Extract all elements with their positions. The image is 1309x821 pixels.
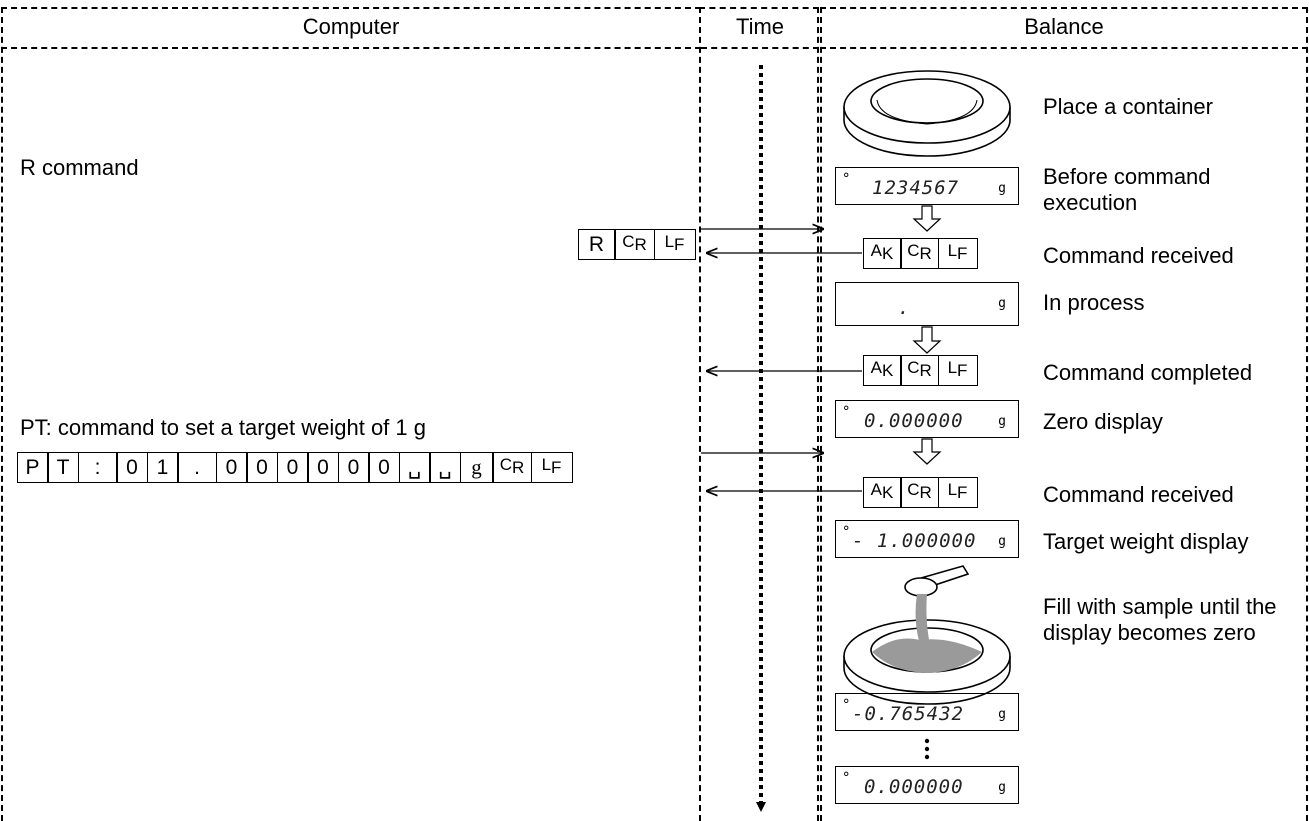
balance-column <box>820 7 1308 821</box>
space-cell: ␣ <box>398 452 431 483</box>
time-header: Time <box>701 7 819 49</box>
time-arrow-head <box>756 802 766 812</box>
pt-command-label: PT: command to set a target weight of 1 … <box>20 415 426 440</box>
step-cmd-received-2: Command received <box>1043 482 1234 507</box>
computer-column <box>1 7 701 821</box>
cmd-cell: 0 <box>337 452 370 483</box>
cmd-cell: R <box>577 229 616 260</box>
cmd-cell: T <box>47 452 79 483</box>
step-cmd-completed: Command completed <box>1043 360 1253 385</box>
balance-header: Balance <box>820 7 1308 49</box>
step-before-exec: Before command execution <box>1043 164 1211 215</box>
cmd-cell: : <box>77 452 118 483</box>
space-cell: ␣ <box>429 452 461 483</box>
cmd-cell: P <box>16 452 49 483</box>
cmd-cell: 0 <box>116 452 148 483</box>
cmd-cell: 0 <box>246 452 278 483</box>
step-cmd-received-1: Command received <box>1043 243 1234 268</box>
cmd-cell: 0 <box>368 452 400 483</box>
cmd-cell: 1 <box>146 452 179 483</box>
time-column <box>699 7 819 821</box>
cmd-cell: 0 <box>276 452 309 483</box>
computer-header: Computer <box>1 7 701 49</box>
cmd-cell: 0 <box>215 452 248 483</box>
step-target-display: Target weight display <box>1043 529 1249 554</box>
container-icon <box>843 70 1011 157</box>
cmd-cell: g <box>459 452 494 483</box>
step-place-container: Place a container <box>1043 94 1213 119</box>
r-command-label: R command <box>20 155 139 180</box>
vertical-ellipsis <box>924 738 930 760</box>
step-fill-sample: Fill with sample until the display becom… <box>1043 594 1277 645</box>
step-in-process: In process <box>1043 290 1145 315</box>
container-with-sample-icon <box>843 565 1011 705</box>
step-zero-display: Zero display <box>1043 409 1163 434</box>
cmd-cell: . <box>177 452 217 483</box>
down-arrow <box>912 205 942 465</box>
cmd-cell: 0 <box>307 452 339 483</box>
lcd-display: .g <box>835 282 1019 326</box>
